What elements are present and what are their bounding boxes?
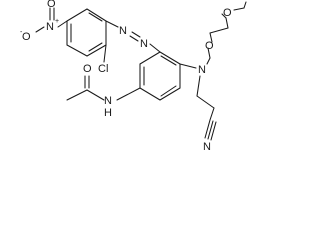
carbonyl-to-methyl-bond	[66, 89, 88, 101]
ring-b-bond-1	[159, 51, 181, 65]
ring-b-bond-4	[139, 87, 161, 101]
chlorine-label: Cl	[98, 63, 108, 75]
amide-nitrogen-label: N	[104, 95, 112, 107]
nitro-o-minus-bond	[35, 26, 45, 33]
chain-bond-5	[225, 17, 229, 29]
ring-to-nitro-bond	[57, 20, 68, 28]
chain-bond-3	[209, 32, 213, 43]
ring-a-bond-4	[86, 44, 107, 57]
ether-oxygen-2-label: O	[223, 7, 232, 19]
chain-bond-6	[221, 13, 227, 19]
nitro-nitrogen-label: N	[46, 21, 54, 33]
ring-to-amide-n-bond	[116, 87, 141, 101]
nitrile-triple-bond-c	[210, 121, 217, 141]
cyanoethyl-bond-1	[196, 75, 201, 97]
azo-double-bond-a	[131, 31, 141, 38]
chain-bond-2	[207, 47, 211, 59]
cyanoethyl-bond-3	[209, 107, 215, 121]
ring-a-bond-1	[66, 8, 88, 22]
nitrile-nitrogen-label: N	[203, 141, 211, 153]
molecule-drawing: O - N + O Cl N N O N H N O O	[20, 0, 247, 153]
chain-bond-7	[233, 7, 245, 11]
nitro-minus-sign: -	[20, 29, 23, 36]
nitrile-triple-bond-a	[204, 119, 211, 139]
chain-bond-4	[209, 27, 229, 34]
nitro-plus-sign: +	[55, 18, 59, 25]
chloronitrophenyl-ring	[66, 8, 107, 57]
azo-double-bond-b	[129, 35, 139, 42]
ring-a-bond-2	[86, 8, 107, 22]
amide-hydrogen-label: H	[104, 107, 112, 119]
amide-oxygen-label: O	[83, 63, 92, 75]
azo-nitrogen-1-label: N	[119, 25, 127, 37]
chain-bond-1	[206, 57, 211, 65]
ring-b-bond-3	[159, 87, 181, 101]
amine-nitrogen-label: N	[198, 64, 206, 76]
central-phenyl-ring	[139, 51, 181, 101]
nitrile-triple-bond-b	[207, 120, 214, 140]
ring-to-amine-bond	[179, 63, 197, 69]
ether-oxygen-1-label: O	[205, 40, 214, 52]
ring-to-azo-bond	[105, 20, 119, 28]
chemical-structure-diagram: O - N + O Cl N N O N H N O O	[0, 0, 247, 155]
chain-bond-8	[243, 1, 247, 9]
azo-to-ring-bond	[149, 43, 161, 53]
azo-nitrogen-2-label: N	[140, 38, 148, 50]
ring-b-double-1	[160, 55, 177, 66]
nitro-oxygen-minus-label: O	[22, 31, 31, 43]
cyanoethyl-bond-2	[196, 95, 215, 109]
ring-a-double-1	[88, 12, 103, 22]
ring-b-double-2	[160, 85, 177, 97]
ring-a-bond-5	[66, 44, 88, 57]
ring-to-chlorine-bond	[103, 44, 107, 63]
amide-n-to-carbonyl-bond	[86, 89, 105, 101]
ring-b-bond-6	[139, 51, 161, 65]
ring-a-double-2	[88, 42, 103, 52]
nitro-oxygen-double-label: O	[47, 0, 56, 10]
